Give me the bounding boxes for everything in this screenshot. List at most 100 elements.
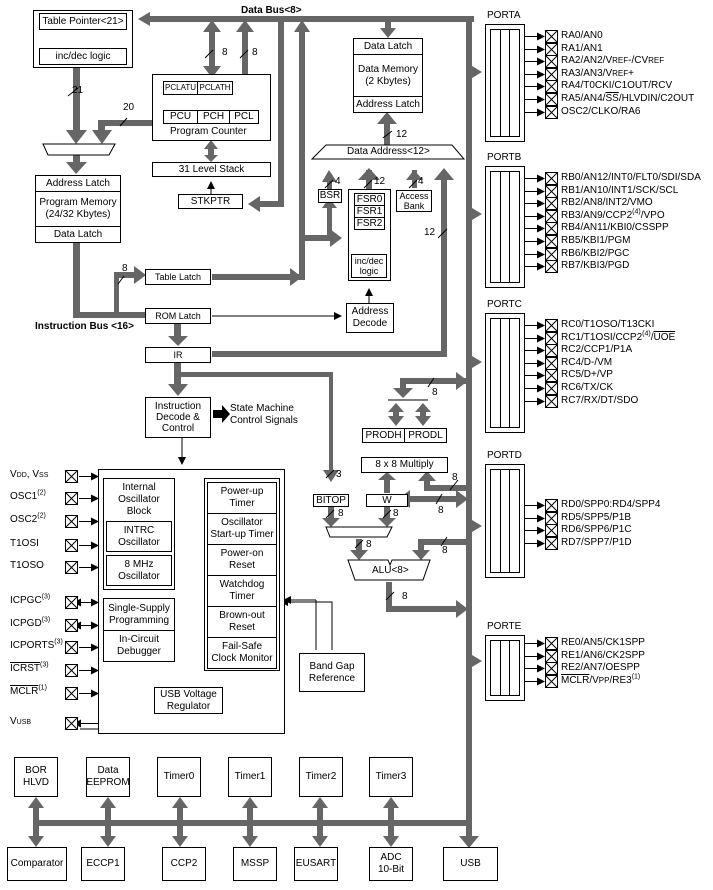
port-pin: RB4/AN11/KBI0/CSSPP (561, 222, 669, 233)
peripheral-timer3: Timer3 (369, 757, 413, 797)
pin-x-icon (545, 524, 558, 537)
thick-buses (33, 12, 482, 848)
instruction-register: IR (145, 347, 211, 363)
port-pin: RA5/AN4/SS/HLVDIN/C2OUT (561, 93, 695, 104)
port-pin: RB6/KBI2/PGC (561, 248, 630, 259)
port-pin: RA3/AN3/VREF+ (561, 68, 634, 79)
pin-x-icon (65, 641, 78, 654)
width-w-bus: 8 (438, 505, 444, 516)
width-alu-in: 8 (442, 545, 448, 556)
port-pin: MCLR/VPP/RE3(1) (561, 673, 641, 686)
width-bitop-out: 8 (338, 508, 344, 519)
port-pin: RC7/RX/DT/SDO (561, 395, 639, 406)
pin-x-icon (545, 637, 558, 650)
width-pcl: 8 (252, 47, 258, 58)
pin-x-icon (65, 596, 78, 609)
port-pin: RE1/AN6/CK2SPP (561, 650, 645, 661)
peripheral-comparator: Comparator (7, 847, 67, 881)
pin-x-icon (65, 687, 78, 700)
left-pin-label: OSC2(2) (10, 512, 46, 525)
alu-input-mux (325, 526, 393, 538)
peripheral-bidir-arrow (312, 797, 328, 847)
left-pin-label: T1OSI (10, 538, 39, 549)
port-pin: OSC2/CLKO/RA6 (561, 106, 641, 117)
port-pin: RB3/AN9/CCP2(4)/VPO (561, 208, 665, 221)
port-pin: RC4/D-/VM (561, 357, 613, 368)
pin-x-icon (545, 210, 558, 223)
instruction-bus-label: Instruction Bus <16> (35, 321, 134, 332)
left-pin-label: VUSB (10, 716, 32, 727)
pin-x-icon (545, 675, 558, 688)
port-pin: RC2/CCP1/P1A (561, 344, 633, 355)
left-pin-label: ICPGC(3) (10, 593, 51, 606)
usb-voltage-regulator: USB Voltage Regulator (154, 687, 223, 714)
pcu-register: PCU (163, 110, 198, 124)
peripheral-bidir-arrow (383, 797, 399, 847)
width-ir-addr: 12 (424, 227, 436, 238)
in-circuit-debugger: In-Circuit Debugger (103, 630, 175, 662)
port-pin: RB0/AN12/INT0/FLT0/SDI/SDA (561, 172, 701, 183)
pin-x-icon (545, 260, 558, 273)
pin-x-icon (545, 512, 558, 525)
pin-x-icon (65, 664, 78, 677)
pch-register: PCH (197, 110, 230, 124)
port-register-porte (485, 635, 525, 701)
width-access: 4 (418, 176, 424, 187)
width-alu-out: 8 (402, 591, 408, 602)
state-machine-label: State Machine Control Signals (230, 403, 298, 426)
peripheral-bidir-arrow (242, 797, 258, 847)
single-supply-programming: Single-Supply Programming (103, 598, 175, 631)
port-pin: RB1/AN10/INT1/SCK/SCL (561, 185, 679, 196)
peripheral-timer2: Timer2 (299, 757, 343, 797)
alu-shape (347, 559, 431, 581)
pin-x-icon (545, 30, 558, 43)
pin-x-icon (65, 470, 78, 483)
left-pin-label: T1OSO (10, 560, 44, 571)
left-pin-label: ICPGD(3) (10, 616, 51, 629)
port-register-portc (485, 313, 525, 433)
pin-x-icon (545, 43, 558, 56)
port-register-portb (485, 166, 525, 288)
pin-x-icon (545, 55, 558, 68)
peripheral-ccp2: CCP2 (162, 847, 206, 881)
width-tp: 21 (72, 85, 84, 96)
peripheral-bidir-arrow (28, 797, 44, 847)
table-latch: Table Latch (145, 269, 211, 285)
width-mult-in: 8 (452, 472, 458, 483)
width-prod: 8 (432, 387, 438, 398)
width-bitop-in: 3 (336, 469, 342, 480)
pin-x-icon (545, 537, 558, 550)
port-label-porte: PORTE (487, 621, 522, 632)
pcl-register: PCL (229, 110, 259, 124)
bsr-register: BSR (318, 189, 342, 203)
port-pin: RC1/T1OSI/CCP2(4)/UOE (561, 330, 676, 343)
pin-x-icon (545, 197, 558, 210)
band-gap-reference: Band Gap Reference (299, 653, 365, 692)
rom-latch: ROM Latch (145, 308, 211, 324)
width-pc-mux: 20 (123, 102, 135, 113)
instruction-decode: Instruction Decode & Control (145, 397, 211, 438)
pin-x-icon (545, 382, 558, 395)
pin-x-icon (545, 319, 558, 332)
width-w-out: 8 (393, 508, 399, 519)
pin-x-icon (545, 185, 558, 198)
port-pin: RC6/TX/CK (561, 382, 614, 393)
pin-x-icon (545, 80, 558, 93)
address-decode: Address Decode (346, 303, 394, 333)
width-dm-addr: 12 (396, 129, 408, 140)
port-label-porta: PORTA (487, 10, 521, 21)
port-pin: RD7/SPP7/P1D (561, 537, 632, 548)
port-pin: RD0/SPP0:RD4/SPP4 (561, 499, 661, 510)
program-memory-group: Address Latch Program Memory (24/32 Kbyt… (35, 175, 121, 243)
stkptr: STKPTR (178, 194, 243, 209)
intrc-oscillator: INTRC Oscillator (106, 521, 172, 552)
width-bsr: 4 (335, 176, 341, 187)
port-register-portd (485, 464, 525, 578)
data-memory-group: Data Latch Data Memory (2 Kbytes) Addres… (353, 38, 423, 113)
port-pin: RD6/SPP6/P1C (561, 524, 632, 535)
pin-x-icon (545, 344, 558, 357)
port-pin: RA1/AN1 (561, 43, 603, 54)
